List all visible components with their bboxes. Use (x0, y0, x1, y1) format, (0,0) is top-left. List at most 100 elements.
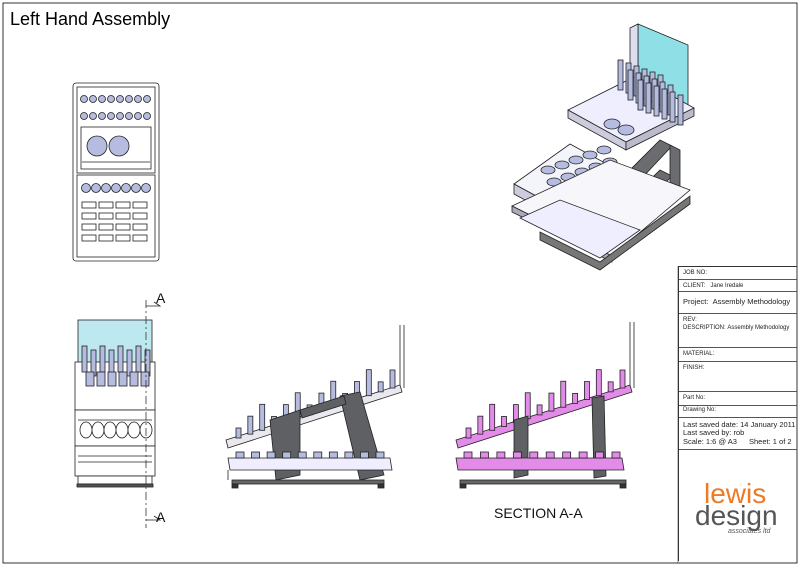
shelf-product (389, 369, 396, 389)
scale-value: Scale: 1:6 @ A3 (683, 437, 737, 446)
title-block: JOB NO: CLIENT: Jane Iredale Project: As… (678, 266, 797, 561)
product-bottle (99, 345, 106, 373)
product-bottle (117, 345, 124, 373)
lower-product (512, 451, 522, 459)
section-marker-top: A (156, 290, 166, 306)
product-disc (115, 421, 129, 439)
iso-disc (582, 150, 598, 160)
shelf-product (477, 415, 484, 435)
iso-bottle (637, 79, 644, 111)
lower-product (313, 451, 323, 459)
product-compact (121, 183, 131, 193)
product-cap (107, 112, 115, 120)
lower-product (529, 451, 539, 459)
lower-product (562, 451, 572, 459)
front-view (72, 82, 160, 262)
client-value: Jane Iredale (710, 283, 744, 289)
shelf-product (560, 380, 567, 408)
logo-word-design: design (695, 500, 778, 531)
front-section-view (74, 300, 162, 528)
product-bottle (126, 349, 133, 377)
product-cap (98, 95, 106, 103)
lower-product (266, 451, 276, 459)
product-slot (132, 223, 148, 231)
client-label: CLIENT: (683, 283, 706, 289)
lower-product (344, 451, 354, 459)
product-disc (91, 421, 105, 439)
shelf-product (595, 369, 602, 397)
material-label: MATERIAL: (683, 351, 715, 357)
drawing-no-label: Drawing No: (683, 407, 717, 413)
shelf-product (524, 392, 531, 420)
product-cap (107, 95, 115, 103)
iso-bottle (669, 91, 676, 123)
description-label: DESCRIPTION: (683, 325, 726, 331)
product-bottle (81, 345, 88, 373)
product-slot (81, 212, 97, 220)
product-cap (125, 95, 133, 103)
lower-product (480, 451, 489, 459)
product-compact (131, 183, 141, 193)
shelf-product (607, 381, 614, 393)
product-slot (115, 201, 131, 209)
product-cap (143, 112, 151, 120)
iso-disc (596, 145, 612, 155)
project-value: Assembly Methodology (712, 297, 791, 306)
product-slot (132, 234, 148, 242)
product-slot (81, 234, 97, 242)
product-slot (81, 201, 97, 209)
product-cap (116, 95, 124, 103)
product-slot (98, 201, 114, 209)
iso-compact (603, 118, 621, 130)
iso-bottle (661, 88, 668, 120)
iso-disc (554, 160, 570, 170)
client-field: CLIENT: Jane Iredale (683, 283, 743, 289)
product-bottle (118, 371, 128, 387)
product-slot (132, 201, 148, 209)
shelf-product (536, 404, 543, 416)
lower-product (297, 451, 307, 459)
section-label: SECTION A-A (494, 505, 583, 521)
product-slot (98, 223, 114, 231)
lower-product (578, 451, 588, 459)
lower-product (360, 451, 369, 459)
part-no-label: Part No: (683, 395, 706, 401)
product-bottle (85, 371, 95, 387)
section-marker-bottom: A (156, 509, 166, 525)
shelf-product (247, 415, 254, 435)
iso-disc (568, 155, 584, 165)
shelf-product (489, 403, 496, 431)
lower-product (375, 451, 385, 459)
drawing-title: Left Hand Assembly (10, 9, 171, 29)
product-bottle (107, 371, 117, 387)
shelf-product (619, 369, 626, 389)
product-cap (116, 112, 124, 120)
lower-product (545, 451, 555, 459)
lower-product (282, 451, 292, 459)
product-compact (141, 183, 151, 193)
job-no-label: JOB NO: (683, 270, 708, 276)
rev-label: REV: (683, 317, 697, 323)
lower-product (251, 451, 260, 459)
product-slot (115, 223, 131, 231)
shelf-product (548, 392, 555, 412)
iso-bottle (653, 85, 660, 117)
product-slot (98, 234, 114, 242)
lower-product (496, 451, 506, 459)
iso-disc (540, 165, 556, 175)
product-disc (103, 421, 117, 439)
product-compact (91, 183, 101, 193)
iso-bottle (645, 82, 652, 114)
product-cap (89, 95, 97, 103)
product-cap (143, 95, 151, 103)
product-bottle (135, 345, 142, 373)
shelf-product (377, 381, 384, 393)
company-logo: lewis design associates ltd (690, 478, 790, 542)
product-compact (111, 183, 121, 193)
product-slot (98, 212, 114, 220)
description-value: Assembly Methodology (727, 325, 790, 331)
iso-bottle (677, 94, 684, 126)
lower-product (595, 451, 604, 459)
